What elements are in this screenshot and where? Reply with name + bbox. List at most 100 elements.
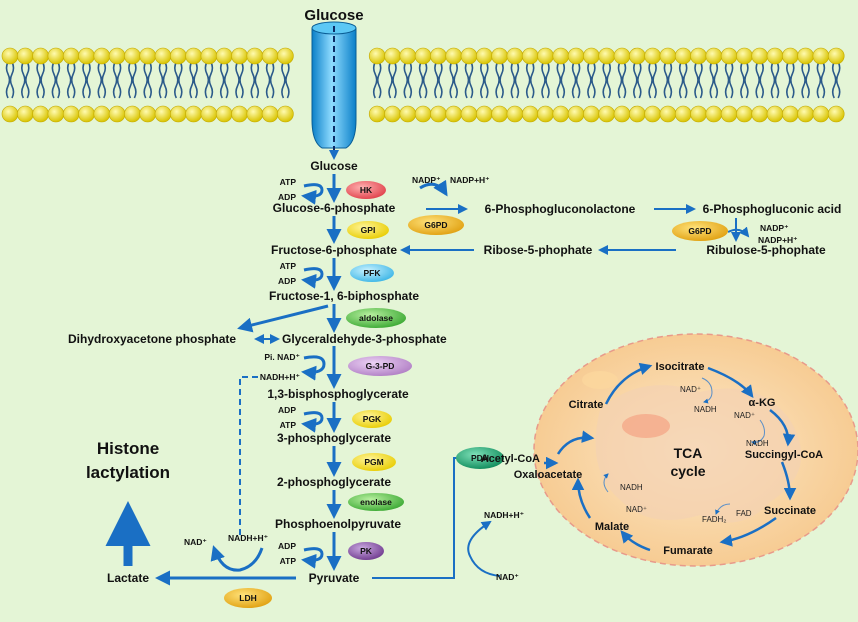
svg-text:PGM: PGM <box>364 457 383 467</box>
lipid-head <box>537 105 554 123</box>
svg-text:aldolase: aldolase <box>359 313 393 323</box>
svg-text:NAD⁺: NAD⁺ <box>496 572 519 582</box>
lipid-head <box>231 47 248 65</box>
lipid-head <box>812 47 830 65</box>
lipid-head <box>231 105 248 123</box>
lipid-head <box>598 105 616 123</box>
cell-membrane <box>1 47 845 123</box>
svg-text:NADP⁺: NADP⁺ <box>412 175 441 185</box>
metabolite-3pg: 3-phosphoglycerate <box>277 431 391 445</box>
lipid-tail <box>219 61 229 99</box>
lipid-head <box>552 105 570 123</box>
lipid-head <box>598 47 616 65</box>
svg-text:NADH: NADH <box>746 439 769 448</box>
lipid-head <box>246 105 264 123</box>
lipid-head <box>430 47 447 65</box>
lipid-head <box>628 105 646 123</box>
lipid-head <box>414 47 432 65</box>
svg-text:G-3-PD: G-3-PD <box>366 361 395 371</box>
lipid-tail <box>449 61 458 99</box>
lipid-head <box>537 47 554 65</box>
lipid-head <box>460 47 478 65</box>
lipid-head <box>552 47 570 65</box>
tca-isocitrate: Isocitrate <box>656 361 705 373</box>
lipid-head <box>93 47 111 65</box>
lipid-head <box>690 47 707 65</box>
metabolite-6pgl: 6-Phosphogluconolactone <box>485 202 636 216</box>
tca-akg: α-KG <box>749 397 776 409</box>
lipid-head <box>414 105 432 123</box>
lipid-head <box>491 47 508 65</box>
lipid-head <box>108 105 126 123</box>
enzyme-pk: PK <box>348 542 384 560</box>
enzyme-aldolase: aldolase <box>346 308 406 328</box>
lipid-tail <box>694 61 703 99</box>
lipid-head <box>139 105 156 123</box>
lipid-head <box>445 105 463 123</box>
metabolite-g3p: Glyceraldehyde-3-phosphate <box>282 332 447 346</box>
svg-text:G6PD: G6PD <box>424 220 447 230</box>
lipid-tail <box>372 61 382 99</box>
lipid-tail <box>66 61 76 99</box>
lipid-head <box>812 105 830 123</box>
lipid-tail <box>434 61 443 99</box>
lipid-head <box>62 47 80 65</box>
svg-text:GPI: GPI <box>361 225 376 235</box>
svg-text:NADH: NADH <box>620 483 643 492</box>
lipid-head <box>690 105 707 123</box>
lipid-tail <box>82 61 91 99</box>
lipid-head <box>261 105 279 123</box>
lipid-head <box>1 47 19 65</box>
svg-text:ADP: ADP <box>278 192 296 202</box>
lipid-head <box>200 105 218 123</box>
lipid-tail <box>281 61 290 99</box>
lipid-head <box>1 105 19 123</box>
lipid-head <box>93 105 111 123</box>
enzyme-g6pd-1: G6PD <box>408 215 464 235</box>
lipid-tail <box>204 61 214 99</box>
lipid-head <box>368 47 386 65</box>
ppp-metabolites: 6-Phosphogluconolactone 6-Phosphogluconi… <box>484 202 842 257</box>
lipid-tail <box>541 61 550 99</box>
lipid-tail <box>633 61 642 99</box>
svg-text:ATP: ATP <box>280 556 297 566</box>
lipid-head <box>185 47 202 65</box>
tca-fumarate: Fumarate <box>663 545 713 557</box>
lipid-head <box>170 105 187 123</box>
lipid-tail <box>709 61 719 99</box>
svg-text:G6PD: G6PD <box>688 226 711 236</box>
lipid-tail <box>128 61 137 99</box>
metabolite-pep: Phosphoenolpyruvate <box>275 517 401 531</box>
lipid-head <box>62 105 80 123</box>
svg-text:NADH+H⁺: NADH+H⁺ <box>484 510 524 520</box>
lipid-head <box>460 105 478 123</box>
svg-text:NADH+H⁺: NADH+H⁺ <box>260 372 300 382</box>
metabolite-13bpg: 1,3-bisphosphoglycerate <box>267 387 409 401</box>
metabolite-2pg: 2-phosphoglycerate <box>277 475 391 489</box>
lipid-head <box>124 105 141 123</box>
lipid-tail <box>602 61 611 99</box>
metabolite-f6p: Fructose-6-phosphate <box>271 243 397 257</box>
lipid-head <box>613 47 631 65</box>
lipid-head <box>797 47 814 65</box>
glucose-transporter <box>311 21 357 160</box>
tca-succoa: Succingyl-CoA <box>745 449 823 461</box>
lipid-head <box>644 105 661 123</box>
lipid-tail <box>831 61 841 99</box>
lipid-head <box>277 47 294 65</box>
lipid-tail <box>97 61 107 99</box>
lipid-head <box>215 105 233 123</box>
lipid-head <box>154 105 172 123</box>
lipid-tail <box>480 61 489 99</box>
lipid-tail <box>663 61 673 99</box>
svg-text:PK: PK <box>360 546 373 556</box>
metabolite-g6p: Glucose-6-phosphate <box>273 201 396 215</box>
svg-text:NADH+H⁺: NADH+H⁺ <box>228 533 268 543</box>
metabolite-f16bp: Fructose-1, 6-biphosphate <box>269 289 419 303</box>
enzyme-g6pd-2: G6PD <box>672 221 728 241</box>
svg-text:enolase: enolase <box>360 497 392 507</box>
metabolite-pyruvate: Pyruvate <box>309 571 360 585</box>
lipid-tail <box>740 61 749 99</box>
lipid-head <box>170 47 187 65</box>
